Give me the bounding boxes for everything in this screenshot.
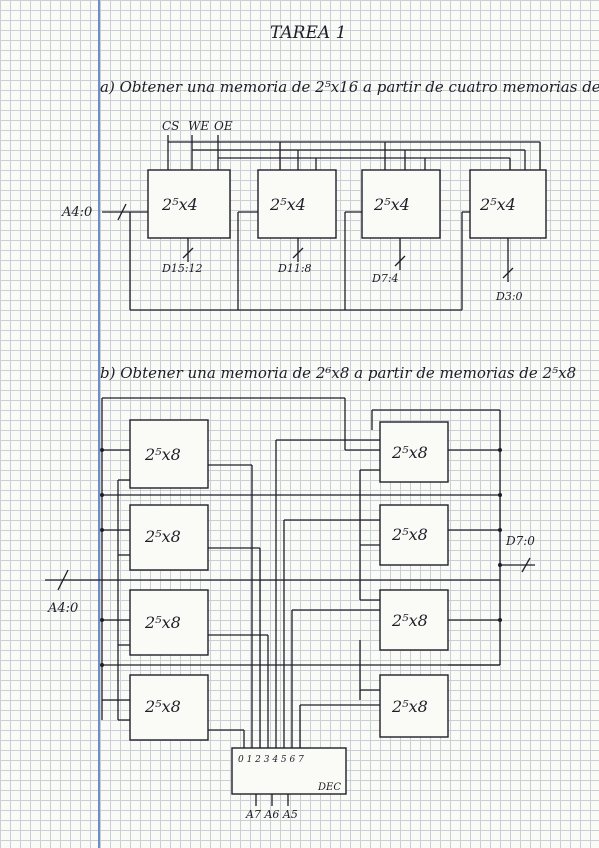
part-b-data-bus (100, 397, 535, 720)
part-b-chip-8: 2⁵x8 (379, 674, 449, 738)
part-b-chip-3: 2⁵x8 (129, 504, 209, 571)
part-b-data-label: D7:0 (505, 534, 535, 548)
part-a-chip-4: 2⁵x4 (469, 169, 547, 239)
data-label-d15-12: D15:12 (161, 262, 203, 275)
part-b-chip-1: 2⁵x8 (129, 419, 209, 489)
part-b-chip-6: 2⁵x8 (379, 589, 449, 651)
chip-label: 2⁵x4 (479, 195, 516, 214)
chip-label: 2⁵x8 (391, 697, 428, 716)
part-b-address-label: A4:0 (47, 601, 78, 616)
margin-line (98, 0, 100, 848)
decoder-outputs: 0 1 2 3 4 5 6 7 (238, 755, 304, 765)
chip-label: 2⁵x8 (144, 697, 181, 716)
decoder-inputs-label: A7 A6 A5 (245, 808, 298, 821)
part-a-chip-3: 2⁵x4 (361, 169, 441, 239)
part-b-chip-5: 2⁵x8 (129, 589, 209, 656)
data-label-d7-4: D7:4 (371, 272, 399, 285)
data-label-d3-0: D3:0 (495, 290, 523, 303)
control-label-cs: CS (162, 119, 179, 133)
decoder-label: DEC (317, 782, 341, 793)
part-a-chip-1: 2⁵x4 (147, 169, 231, 239)
part-a-chip-2: 2⁵x4 (257, 169, 337, 239)
chip-label: 2⁵x8 (144, 613, 181, 632)
part-a-data-outputs (182, 238, 514, 282)
chip-label: 2⁵x8 (391, 525, 428, 544)
part-a-address-label: A4:0 (61, 205, 92, 220)
control-label-we: WE (188, 119, 209, 133)
chip-label: 2⁵x4 (161, 195, 198, 214)
part-a-statement: a) Obtener una memoria de 2⁵x16 a partir… (100, 78, 599, 96)
part-b-chip-7: 2⁵x8 (129, 674, 209, 741)
chip-label: 2⁵x8 (144, 445, 181, 464)
page-title: TAREA 1 (270, 23, 346, 43)
chip-label: 2⁵x4 (269, 195, 306, 214)
data-label-d11-8: D11:8 (277, 262, 312, 275)
part-a-control-bus (167, 135, 541, 172)
part-b-chip-4: 2⁵x8 (379, 504, 449, 566)
part-b-address-bus (45, 469, 500, 721)
part-b-statement: b) Obtener una memoria de 2⁶x8 a partir … (100, 364, 576, 382)
chip-label: 2⁵x4 (373, 195, 410, 214)
chip-label: 2⁵x8 (391, 611, 428, 630)
part-a-address-bus (102, 203, 470, 311)
control-label-oe: OE (214, 119, 233, 133)
decoder-block: 0 1 2 3 4 5 6 7 DEC (231, 747, 347, 806)
decoder-select-lines (208, 439, 380, 748)
part-b-chip-2: 2⁵x8 (379, 421, 449, 483)
chip-label: 2⁵x8 (144, 527, 181, 546)
chip-label: 2⁵x8 (391, 443, 428, 462)
